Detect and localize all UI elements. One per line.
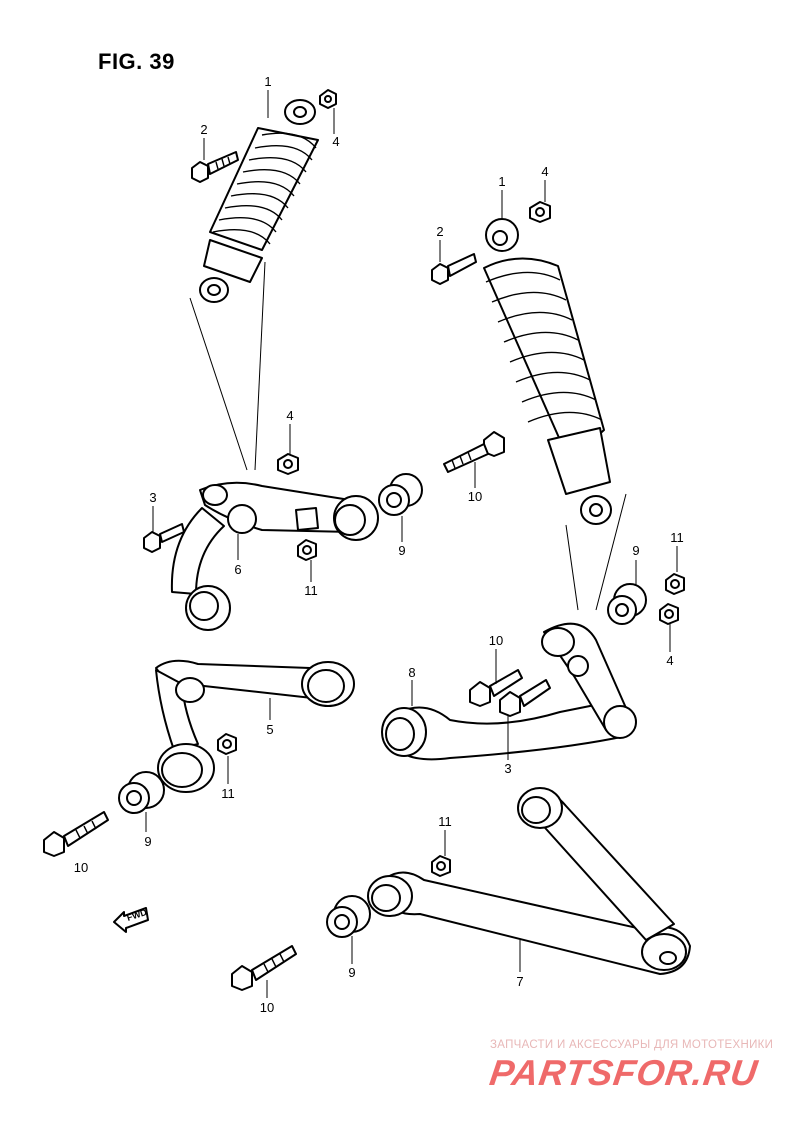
nut-11-left[interactable] [297, 539, 317, 561]
callout: 4 [332, 134, 339, 149]
suspension-arm-8[interactable] [381, 622, 637, 761]
callout: 9 [632, 543, 639, 558]
suspension-arm-5[interactable] [155, 659, 355, 793]
bolt-10-lower[interactable] [231, 945, 297, 991]
nut-11-arm-5[interactable] [217, 733, 237, 755]
callout: 2 [200, 122, 207, 137]
callout: 7 [516, 974, 523, 989]
callout: 3 [504, 761, 511, 776]
callout: 10 [489, 633, 503, 648]
bolt-10-right[interactable] [469, 669, 523, 707]
callout: 6 [234, 562, 241, 577]
callout: 9 [144, 834, 151, 849]
bushing-left-lower[interactable] [118, 771, 165, 814]
bushing-lower[interactable] [326, 895, 371, 938]
shock-absorber-left[interactable] [189, 99, 319, 471]
figure-title: FIG. 39 [98, 49, 175, 74]
shock-absorber-right[interactable] [483, 218, 627, 611]
callout: 4 [541, 164, 548, 179]
callout: 1 [498, 174, 505, 189]
bolt-left-lower[interactable] [143, 523, 185, 553]
callout: 10 [260, 1000, 274, 1015]
callout-labels: 1 2 4 1 4 2 4 3 10 6 9 11 9 11 [74, 74, 684, 1015]
nut-11-right[interactable] [665, 573, 685, 595]
bolt-10-left[interactable] [43, 811, 109, 857]
callout: 3 [149, 490, 156, 505]
bolt-10-upper[interactable] [443, 431, 505, 473]
bushing-right[interactable] [607, 583, 647, 625]
callout: 11 [670, 530, 684, 545]
callout: 9 [398, 543, 405, 558]
bolt-right-upper[interactable] [431, 253, 477, 285]
callout: 11 [221, 786, 235, 801]
bolt-left-upper[interactable] [191, 151, 239, 183]
bolt-3-right[interactable] [499, 679, 551, 760]
bushing-left-upper[interactable] [378, 473, 423, 516]
callout: 9 [348, 965, 355, 980]
nut-left-mid[interactable] [277, 453, 299, 475]
fwd-direction-marker: FWD [113, 907, 149, 933]
callout: 1 [264, 74, 271, 89]
watermark-caption: ЗАПЧАСТИ И АКСЕССУАРЫ ДЛЯ МОТОТЕХНИКИ [490, 1039, 774, 1051]
nut-left-top[interactable] [319, 89, 337, 109]
callout: 5 [266, 722, 273, 737]
callout: 8 [408, 665, 415, 680]
callout: 4 [666, 653, 673, 668]
nut-right-top[interactable] [529, 201, 551, 223]
callout: 2 [436, 224, 443, 239]
callout: 10 [468, 489, 482, 504]
nut-11-lower[interactable] [431, 855, 451, 877]
callout: 10 [74, 860, 88, 875]
callout: 4 [286, 408, 293, 423]
callout: 11 [438, 814, 452, 829]
suspension-arm-6[interactable] [170, 481, 379, 631]
watermark-logo: PARTSFOR.RU [487, 1052, 761, 1093]
nut-4-right[interactable] [659, 603, 679, 625]
suspension-arm-7[interactable] [367, 787, 691, 975]
callout: 11 [304, 583, 318, 598]
